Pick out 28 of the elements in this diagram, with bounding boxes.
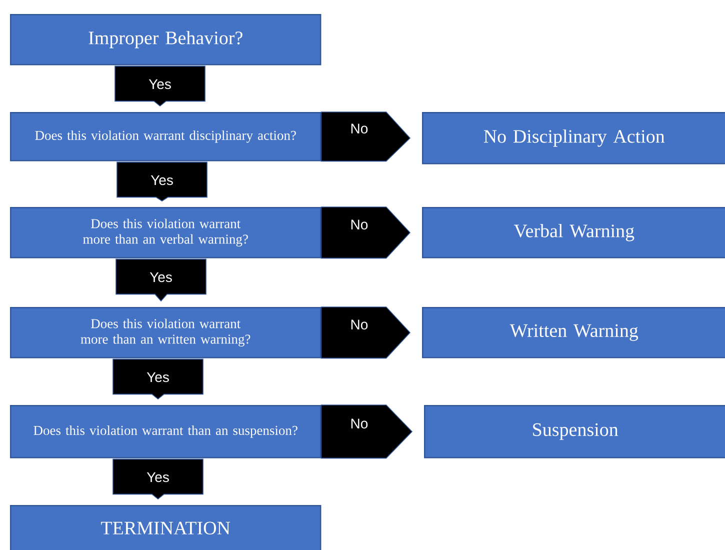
edge-label: Yes — [146, 372, 169, 382]
process-box: Written Warning — [422, 307, 725, 358]
edge-label: No — [351, 418, 368, 428]
process-box: Verbal Warning — [422, 207, 725, 258]
callout-arrow — [116, 258, 206, 302]
process-box: Improper Behavior? — [10, 14, 322, 66]
callout-arrow — [116, 162, 208, 202]
process-box: Suspension — [424, 405, 725, 458]
edge-label: No — [351, 220, 368, 230]
callout-arrow — [112, 358, 204, 400]
chevron-arrow — [320, 404, 413, 459]
edge-label: No — [351, 124, 368, 134]
process-box: Does this violation warrant more than an verbal warning? — [10, 207, 322, 258]
chevron-arrow — [320, 206, 411, 259]
process-box: Does this violation warrant more than an written warning? — [10, 307, 322, 358]
chevron-arrow — [320, 306, 411, 359]
edge-label: No — [351, 320, 368, 330]
edge-label: Yes — [146, 472, 169, 482]
process-box: Does this violation warrant disciplinary action? — [10, 112, 322, 162]
edge-label: Yes — [150, 272, 172, 282]
callout-arrow — [112, 458, 204, 500]
chevron-arrow — [320, 112, 411, 162]
process-box: TERMINATION — [10, 505, 322, 550]
process-box: No Disciplinary Action — [422, 112, 725, 164]
edge-label: Yes — [148, 79, 171, 90]
edge-label: Yes — [150, 175, 173, 186]
callout-arrow — [114, 66, 206, 107]
process-box: Does this violation warrant than an suspension? — [10, 405, 322, 458]
